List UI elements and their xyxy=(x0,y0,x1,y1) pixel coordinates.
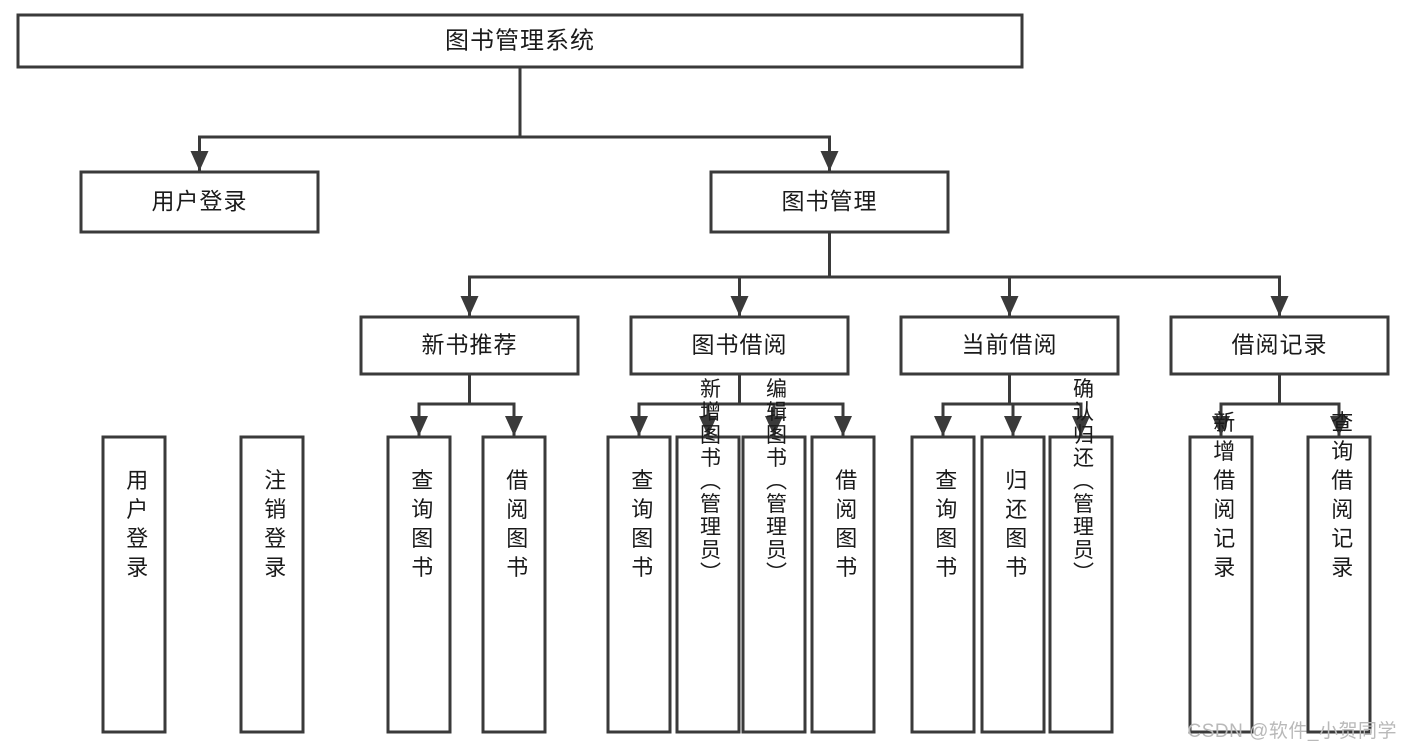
function-node[interactable]: 查询图书 xyxy=(386,435,452,734)
node-label: 注销登录 xyxy=(261,469,286,585)
node-label: 确认归还（管理员） xyxy=(1070,378,1094,585)
arrow-head-icon xyxy=(410,416,428,436)
node-box[interactable] xyxy=(741,435,807,734)
arrow-head-icon xyxy=(1072,416,1090,436)
node-box[interactable] xyxy=(1169,315,1390,376)
function-node[interactable]: 新增图书（管理员） xyxy=(675,378,741,734)
node-label: 用户登录 xyxy=(152,188,248,214)
node-label: 新增图书（管理员） xyxy=(697,378,721,585)
node-label: 查询图书 xyxy=(628,469,653,585)
arrow-head-icon xyxy=(730,296,749,316)
node-box[interactable] xyxy=(101,435,167,734)
node-label: 新增借阅记录 xyxy=(1210,411,1235,585)
function-node[interactable]: 确认归还（管理员） xyxy=(1048,378,1114,734)
submodule-node[interactable]: 当前借阅 xyxy=(899,315,1120,376)
node-label: 查询图书 xyxy=(932,469,957,585)
node-box[interactable] xyxy=(79,170,320,234)
node-label: 借阅图书 xyxy=(503,469,528,585)
arrow-head-icon xyxy=(1004,416,1022,436)
submodule-node[interactable]: 图书借阅 xyxy=(629,315,850,376)
arrow-head-icon xyxy=(699,416,717,436)
submodule-node[interactable]: 借阅记录 xyxy=(1169,315,1390,376)
function-node[interactable]: 借阅图书 xyxy=(810,435,876,734)
node-box[interactable] xyxy=(16,13,1024,69)
function-node[interactable]: 归还图书 xyxy=(980,435,1046,734)
node-label: 借阅记录 xyxy=(1232,332,1328,358)
node-label: 归还图书 xyxy=(1002,469,1027,585)
function-node[interactable]: 借阅图书 xyxy=(481,435,547,734)
function-node[interactable]: 查询图书 xyxy=(910,435,976,734)
arrow-head-icon xyxy=(765,416,783,436)
function-node[interactable]: 注销登录 xyxy=(239,435,305,734)
node-label: 查询图书 xyxy=(408,469,433,585)
function-node[interactable]: 新增借阅记录 xyxy=(1188,411,1254,734)
node-box[interactable] xyxy=(481,435,547,734)
node-box[interactable] xyxy=(709,170,950,234)
connector-layer xyxy=(190,65,1348,437)
arrow-head-icon xyxy=(505,416,523,436)
csdn-watermark: CSDN @软件_小贺同学 xyxy=(1187,721,1397,742)
module-node[interactable]: 图书管理 xyxy=(709,170,950,234)
node-box[interactable] xyxy=(810,435,876,734)
node-box[interactable] xyxy=(1306,435,1372,734)
node-box[interactable] xyxy=(606,435,672,734)
arrow-head-icon xyxy=(1212,416,1230,436)
node-label: 新书推荐 xyxy=(422,332,518,358)
node-box[interactable] xyxy=(675,435,741,734)
function-node[interactable]: 编辑图书（管理员） xyxy=(741,378,807,734)
arrow-head-icon xyxy=(1270,296,1289,316)
node-label: 当前借阅 xyxy=(962,332,1058,358)
arrow-head-icon xyxy=(820,151,839,171)
node-label: 编辑图书（管理员） xyxy=(763,378,787,585)
arrow-head-icon xyxy=(630,416,648,436)
node-box[interactable] xyxy=(1048,435,1114,734)
node-layer: 图书管理系统用户登录图书管理新书推荐图书借阅当前借阅借阅记录用户登录注销登录查询… xyxy=(16,13,1390,734)
node-box[interactable] xyxy=(1188,435,1254,734)
arrow-head-icon xyxy=(460,296,479,316)
node-label: 查询借阅记录 xyxy=(1328,411,1353,585)
arrow-head-icon xyxy=(1330,416,1348,436)
function-node[interactable]: 用户登录 xyxy=(101,435,167,734)
node-label: 用户登录 xyxy=(123,469,148,585)
node-box[interactable] xyxy=(239,435,305,734)
arrow-head-icon xyxy=(190,151,209,171)
root-node[interactable]: 图书管理系统 xyxy=(16,13,1024,69)
node-label: 借阅图书 xyxy=(832,469,857,585)
function-node[interactable]: 查询图书 xyxy=(606,435,672,734)
node-label: 图书管理系统 xyxy=(445,27,595,54)
arrow-head-icon xyxy=(1000,296,1019,316)
module-node[interactable]: 用户登录 xyxy=(79,170,320,234)
node-label: 图书借阅 xyxy=(692,332,788,358)
node-label: 图书管理 xyxy=(782,188,878,214)
arrow-head-icon xyxy=(834,416,852,436)
node-box[interactable] xyxy=(386,435,452,734)
node-box[interactable] xyxy=(980,435,1046,734)
submodule-node[interactable]: 新书推荐 xyxy=(359,315,580,376)
node-box[interactable] xyxy=(629,315,850,376)
function-node[interactable]: 查询借阅记录 xyxy=(1306,411,1372,734)
node-box[interactable] xyxy=(899,315,1120,376)
arrow-head-icon xyxy=(934,416,952,436)
node-box[interactable] xyxy=(359,315,580,376)
node-box[interactable] xyxy=(910,435,976,734)
